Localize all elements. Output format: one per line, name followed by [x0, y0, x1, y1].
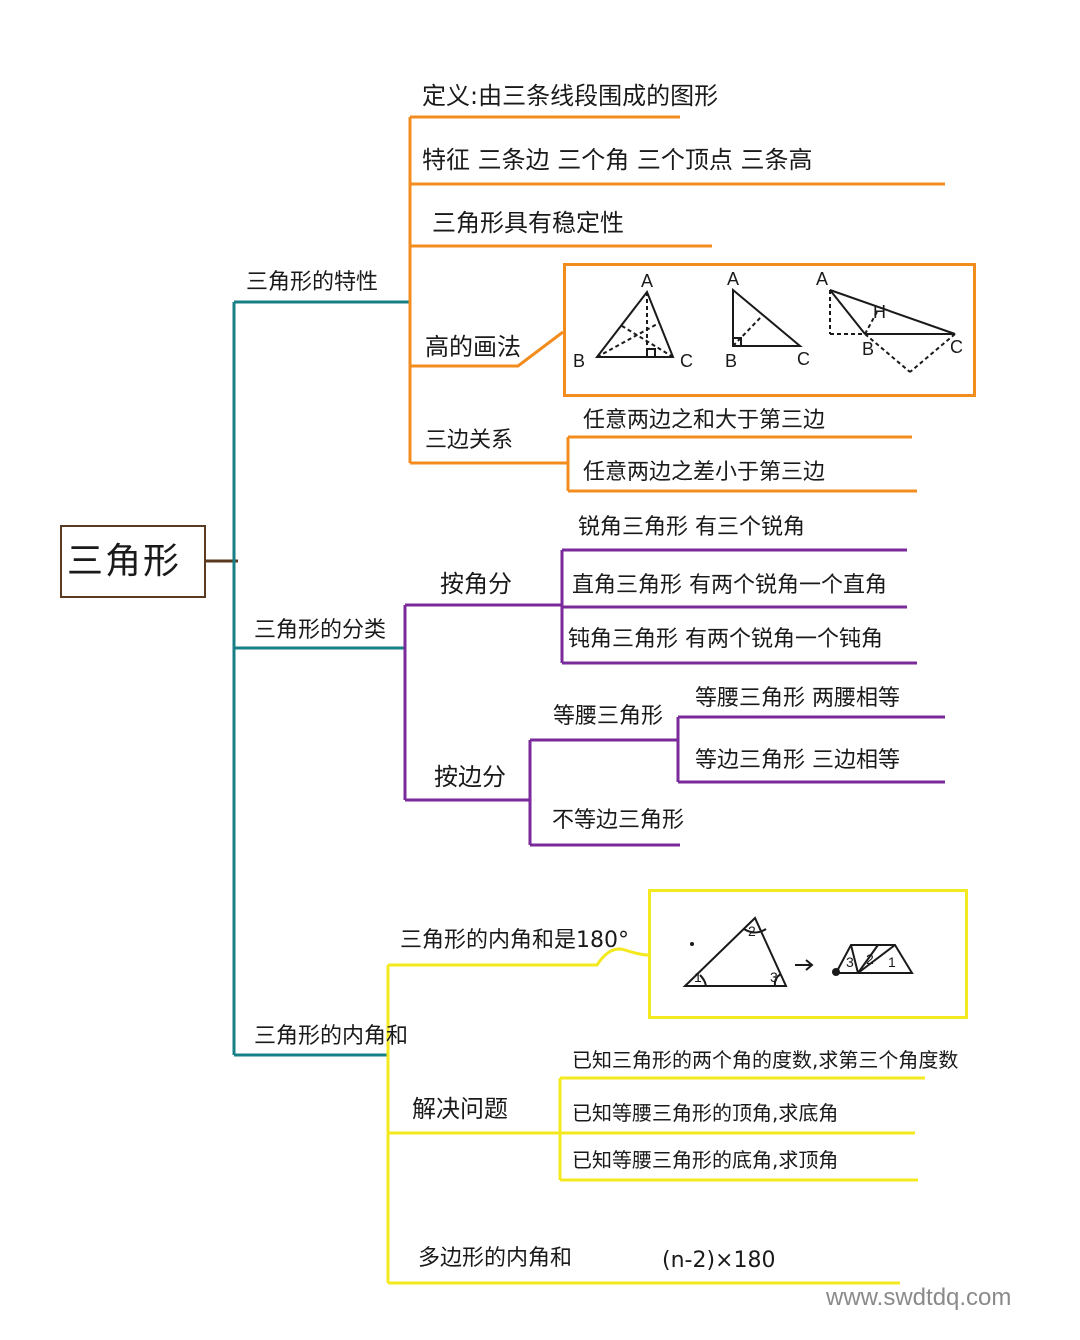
angle-label-2: 2	[748, 923, 756, 939]
angle-sum-figure-box	[648, 889, 968, 1019]
fig1-label-b: B	[573, 351, 586, 371]
problem-isosceles-base: 已知等腰三角形的底角,求顶角	[572, 1148, 839, 1172]
fig2-label-c: C	[797, 349, 810, 369]
rearranged-label-2: 2	[866, 951, 874, 967]
fig3-label-h: H	[873, 302, 886, 322]
branch-properties-label: 三角形的特性	[246, 270, 379, 295]
branch-angle-sum-label: 三角形的内角和	[254, 1024, 409, 1049]
fig2-label-b: B	[725, 351, 738, 371]
fig3-label-a: A	[816, 269, 829, 289]
fig3-label-b: B	[862, 339, 875, 359]
scalene-label: 不等边三角形	[552, 808, 685, 833]
polygon-angle-sum-label: 多边形的内角和	[418, 1246, 573, 1271]
side-difference-rule: 任意两边之差小于第三边	[583, 460, 826, 485]
side-relation-label: 三边关系	[425, 428, 514, 453]
isosceles-label: 等腰三角形	[553, 704, 664, 729]
problem-solving-label: 解决问题	[412, 1095, 508, 1123]
obtuse-triangle-text: 钝角三角形 有两个锐角一个钝角	[568, 627, 883, 652]
side-sum-rule: 任意两边之和大于第三边	[583, 408, 826, 433]
problem-two-angles: 已知三角形的两个角的度数,求第三个角度数	[572, 1048, 959, 1072]
angle-label-1: 1	[694, 969, 702, 985]
fig1-label-c: C	[680, 351, 693, 371]
height-figure-box	[563, 263, 976, 397]
polygon-angle-formula: (n-2)×180	[662, 1248, 776, 1273]
root-node-box	[60, 525, 206, 598]
angle-label-3: 3	[770, 969, 778, 985]
isosceles-definition: 等腰三角形 两腰相等	[695, 686, 900, 711]
right-triangle-text: 直角三角形 有两个锐角一个直角	[572, 573, 887, 598]
problem-isosceles-vertex: 已知等腰三角形的顶角,求底角	[572, 1101, 839, 1125]
fig3-label-c: C	[950, 337, 963, 357]
stability-text: 三角形具有稳定性	[432, 209, 624, 237]
features-text: 特征 三条边 三个角 三个顶点 三条高	[422, 146, 813, 174]
equilateral-definition: 等边三角形 三边相等	[695, 748, 900, 773]
by-angle-label: 按角分	[440, 570, 512, 598]
fig2-label-a: A	[727, 269, 740, 289]
height-drawing-label: 高的画法	[425, 333, 521, 361]
definition-text: 定义:由三条线段围成的图形	[422, 82, 719, 110]
rearranged-label-1: 1	[888, 954, 896, 970]
by-side-label: 按边分	[434, 763, 506, 791]
fig1-label-a: A	[641, 271, 654, 291]
acute-triangle-text: 锐角三角形 有三个锐角	[578, 515, 805, 540]
interior-angle-fact: 三角形的内角和是180°	[400, 928, 629, 953]
root-node-label: 三角形	[67, 541, 182, 582]
rearranged-label-3: 3	[846, 954, 854, 970]
watermark: www.swdtdq.com	[826, 1284, 1012, 1311]
branch-classification-label: 三角形的分类	[254, 618, 387, 643]
